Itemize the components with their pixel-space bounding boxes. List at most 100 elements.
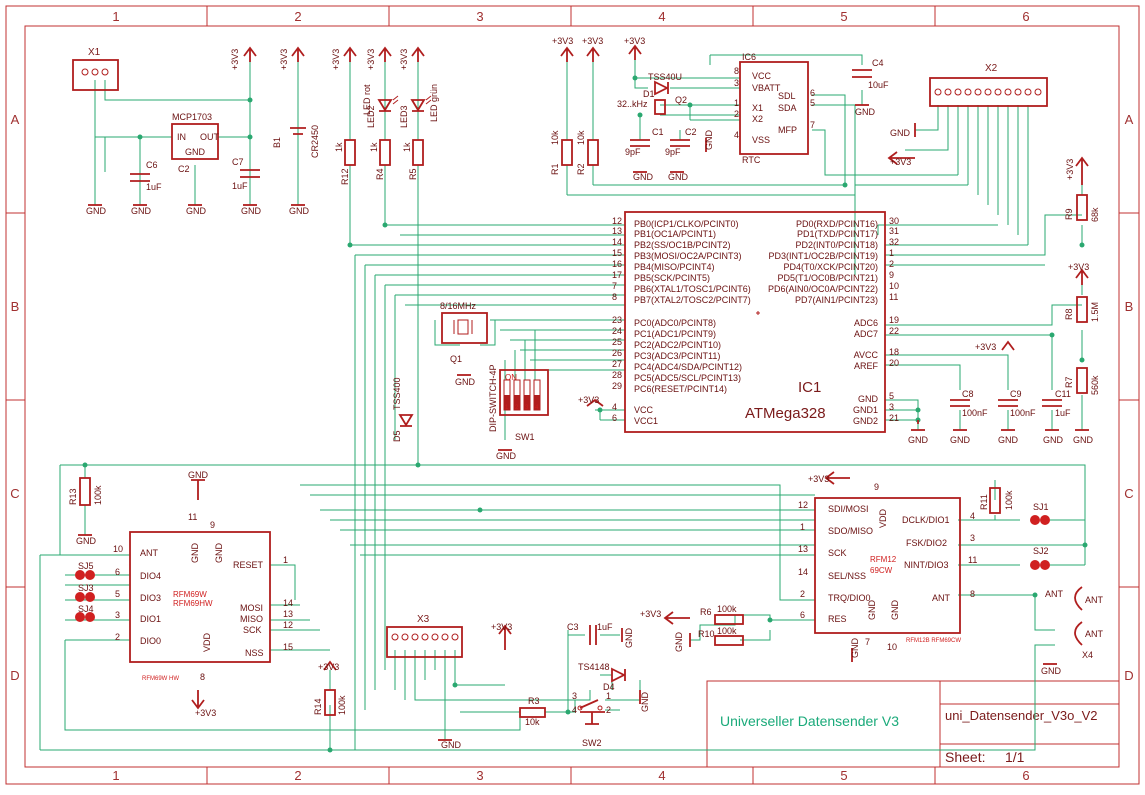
- ic1-pin-label: ADC6: [854, 318, 878, 328]
- led2: LED2 LED rot: [362, 84, 399, 128]
- ic1-pin-number: 7: [612, 281, 617, 291]
- svg-text:X1: X1: [752, 103, 763, 113]
- svg-text:GND: GND: [496, 451, 517, 461]
- svg-text:C1: C1: [652, 127, 664, 137]
- ground-icon: GND: [855, 104, 876, 117]
- resistor-r12: R12 1k: [334, 139, 356, 185]
- svg-text:R5: R5: [408, 168, 418, 180]
- ic1-pin-label: GND1: [853, 405, 878, 415]
- ic1-pin-label: AVCC: [854, 350, 879, 360]
- ic1-pin-number: 6: [612, 413, 617, 423]
- svg-text:R3: R3: [528, 696, 540, 706]
- svg-text:4: 4: [970, 511, 975, 521]
- svg-text:VBATT: VBATT: [752, 83, 781, 93]
- svg-text:ON: ON: [505, 373, 517, 382]
- ic1-pin-number: 20: [889, 358, 899, 368]
- ic1-pin-number: 27: [612, 359, 622, 369]
- svg-text:1uF: 1uF: [1055, 408, 1071, 418]
- ground-icon: GND: [850, 638, 860, 662]
- svg-text:GND: GND: [640, 692, 650, 713]
- row-labels-left: A B C D: [10, 112, 19, 683]
- ic1-pin-number: 4: [612, 402, 617, 412]
- vcc-arrow-icon: +3V3: [552, 36, 574, 62]
- project-title: Universeller Datensender V3: [720, 713, 899, 729]
- solder-jumper-sj5: SJ5: [75, 561, 95, 580]
- resistor-r6: R6 100k: [700, 604, 744, 625]
- svg-text:32..kHz: 32..kHz: [617, 99, 648, 109]
- svg-text:LED2: LED2: [366, 105, 376, 128]
- svg-text:+3V3: +3V3: [975, 342, 996, 352]
- svg-text:R8: R8: [1064, 308, 1074, 320]
- ic1-pin-number: 26: [612, 348, 622, 358]
- svg-text:RFM12: RFM12: [870, 555, 897, 564]
- ic1-pin-label: PC5(ADC5/SCL/PCINT13): [634, 373, 741, 383]
- vcc-arrow-icon: +3V3: [331, 46, 357, 70]
- col-5: 5: [840, 768, 847, 783]
- svg-text:C7: C7: [232, 157, 244, 167]
- resistor-r14: R14 100k: [313, 689, 347, 716]
- ic1-pin-number: 14: [612, 237, 622, 247]
- diode-d5: TSS400 D5: [392, 377, 414, 442]
- diode-d4: TS4148 D4: [578, 662, 627, 692]
- ic1-pin-label: PD2(INT0/PCINT18): [795, 240, 878, 250]
- resistor-r5: R5 1k: [402, 139, 424, 180]
- svg-text:GND: GND: [188, 470, 209, 480]
- svg-text:SDA: SDA: [778, 103, 797, 113]
- svg-text:X3: X3: [417, 614, 430, 625]
- svg-text:RFM12B RFM69CW: RFM12B RFM69CW: [906, 638, 961, 644]
- column-labels-bottom: 1 2 3 4 5 6: [112, 768, 1029, 783]
- ground-icon: GND: [998, 429, 1019, 445]
- svg-text:SJ4: SJ4: [78, 604, 94, 614]
- svg-text:11: 11: [968, 555, 977, 565]
- svg-text:SEL/NSS: SEL/NSS: [828, 571, 866, 581]
- col-4: 4: [658, 768, 665, 783]
- vcc-arrow-icon: +3V3: [230, 46, 257, 70]
- svg-text:GND: GND: [674, 632, 684, 653]
- ground-icon: GND: [241, 204, 262, 216]
- svg-text:8: 8: [200, 672, 205, 682]
- c2-label: C2: [178, 164, 190, 174]
- svg-text:10: 10: [887, 642, 897, 652]
- connector-x1: X1: [72, 47, 119, 91]
- svg-text:8: 8: [970, 589, 975, 599]
- solder-jumper-sj4: SJ4: [75, 604, 95, 622]
- ground-icon: GND: [86, 204, 107, 216]
- vcc-arrow-icon: +3V3: [808, 471, 850, 485]
- ic1-pin-label: VCC1: [634, 416, 658, 426]
- row-c: C: [10, 486, 19, 501]
- mcp-in: IN: [177, 132, 186, 142]
- svg-text:1uF: 1uF: [597, 622, 613, 632]
- col-3: 3: [476, 768, 483, 783]
- svg-text:GND: GND: [86, 206, 107, 216]
- ic1-pin-number: 24: [612, 326, 622, 336]
- svg-text:SW2: SW2: [582, 738, 602, 748]
- svg-text:7: 7: [865, 637, 870, 647]
- sheet-value: 1/1: [1005, 749, 1025, 765]
- svg-text:C2: C2: [685, 127, 697, 137]
- ic1-pin-number: 8: [612, 292, 617, 302]
- ic1-pin-label: PC4(ADC4/SDA/PCINT12): [634, 362, 742, 372]
- ic1-pin-number: 5: [889, 391, 894, 401]
- svg-text:GND: GND: [186, 206, 207, 216]
- ground-icon: GND: [438, 739, 462, 750]
- svg-text:100k: 100k: [1004, 490, 1014, 510]
- col-4: 4: [658, 9, 665, 24]
- regulator-mcp1703: MCP1703 IN OUT GND: [171, 112, 220, 160]
- svg-text:13: 13: [283, 609, 293, 619]
- svg-text:GND: GND: [1073, 435, 1094, 445]
- svg-text:TSS400: TSS400: [392, 377, 402, 410]
- svg-text:D1: D1: [643, 89, 655, 99]
- svg-text:GND: GND: [76, 536, 97, 546]
- svg-text:14: 14: [283, 598, 293, 608]
- solder-jumper-sj1: SJ1: [1030, 502, 1050, 525]
- svg-text:C4: C4: [872, 58, 884, 68]
- svg-text:10: 10: [113, 544, 123, 554]
- svg-text:GND: GND: [908, 435, 929, 445]
- ic1-pin-number: 15: [612, 248, 622, 258]
- svg-text:ANT: ANT: [1045, 589, 1064, 599]
- ic1-pin-number: 31: [889, 226, 899, 236]
- capacitor-c7: C7 1uF: [232, 157, 260, 191]
- ground-icon: GND: [950, 429, 971, 445]
- ic1-pin-number: 22: [889, 326, 899, 336]
- svg-text:X2: X2: [752, 114, 763, 124]
